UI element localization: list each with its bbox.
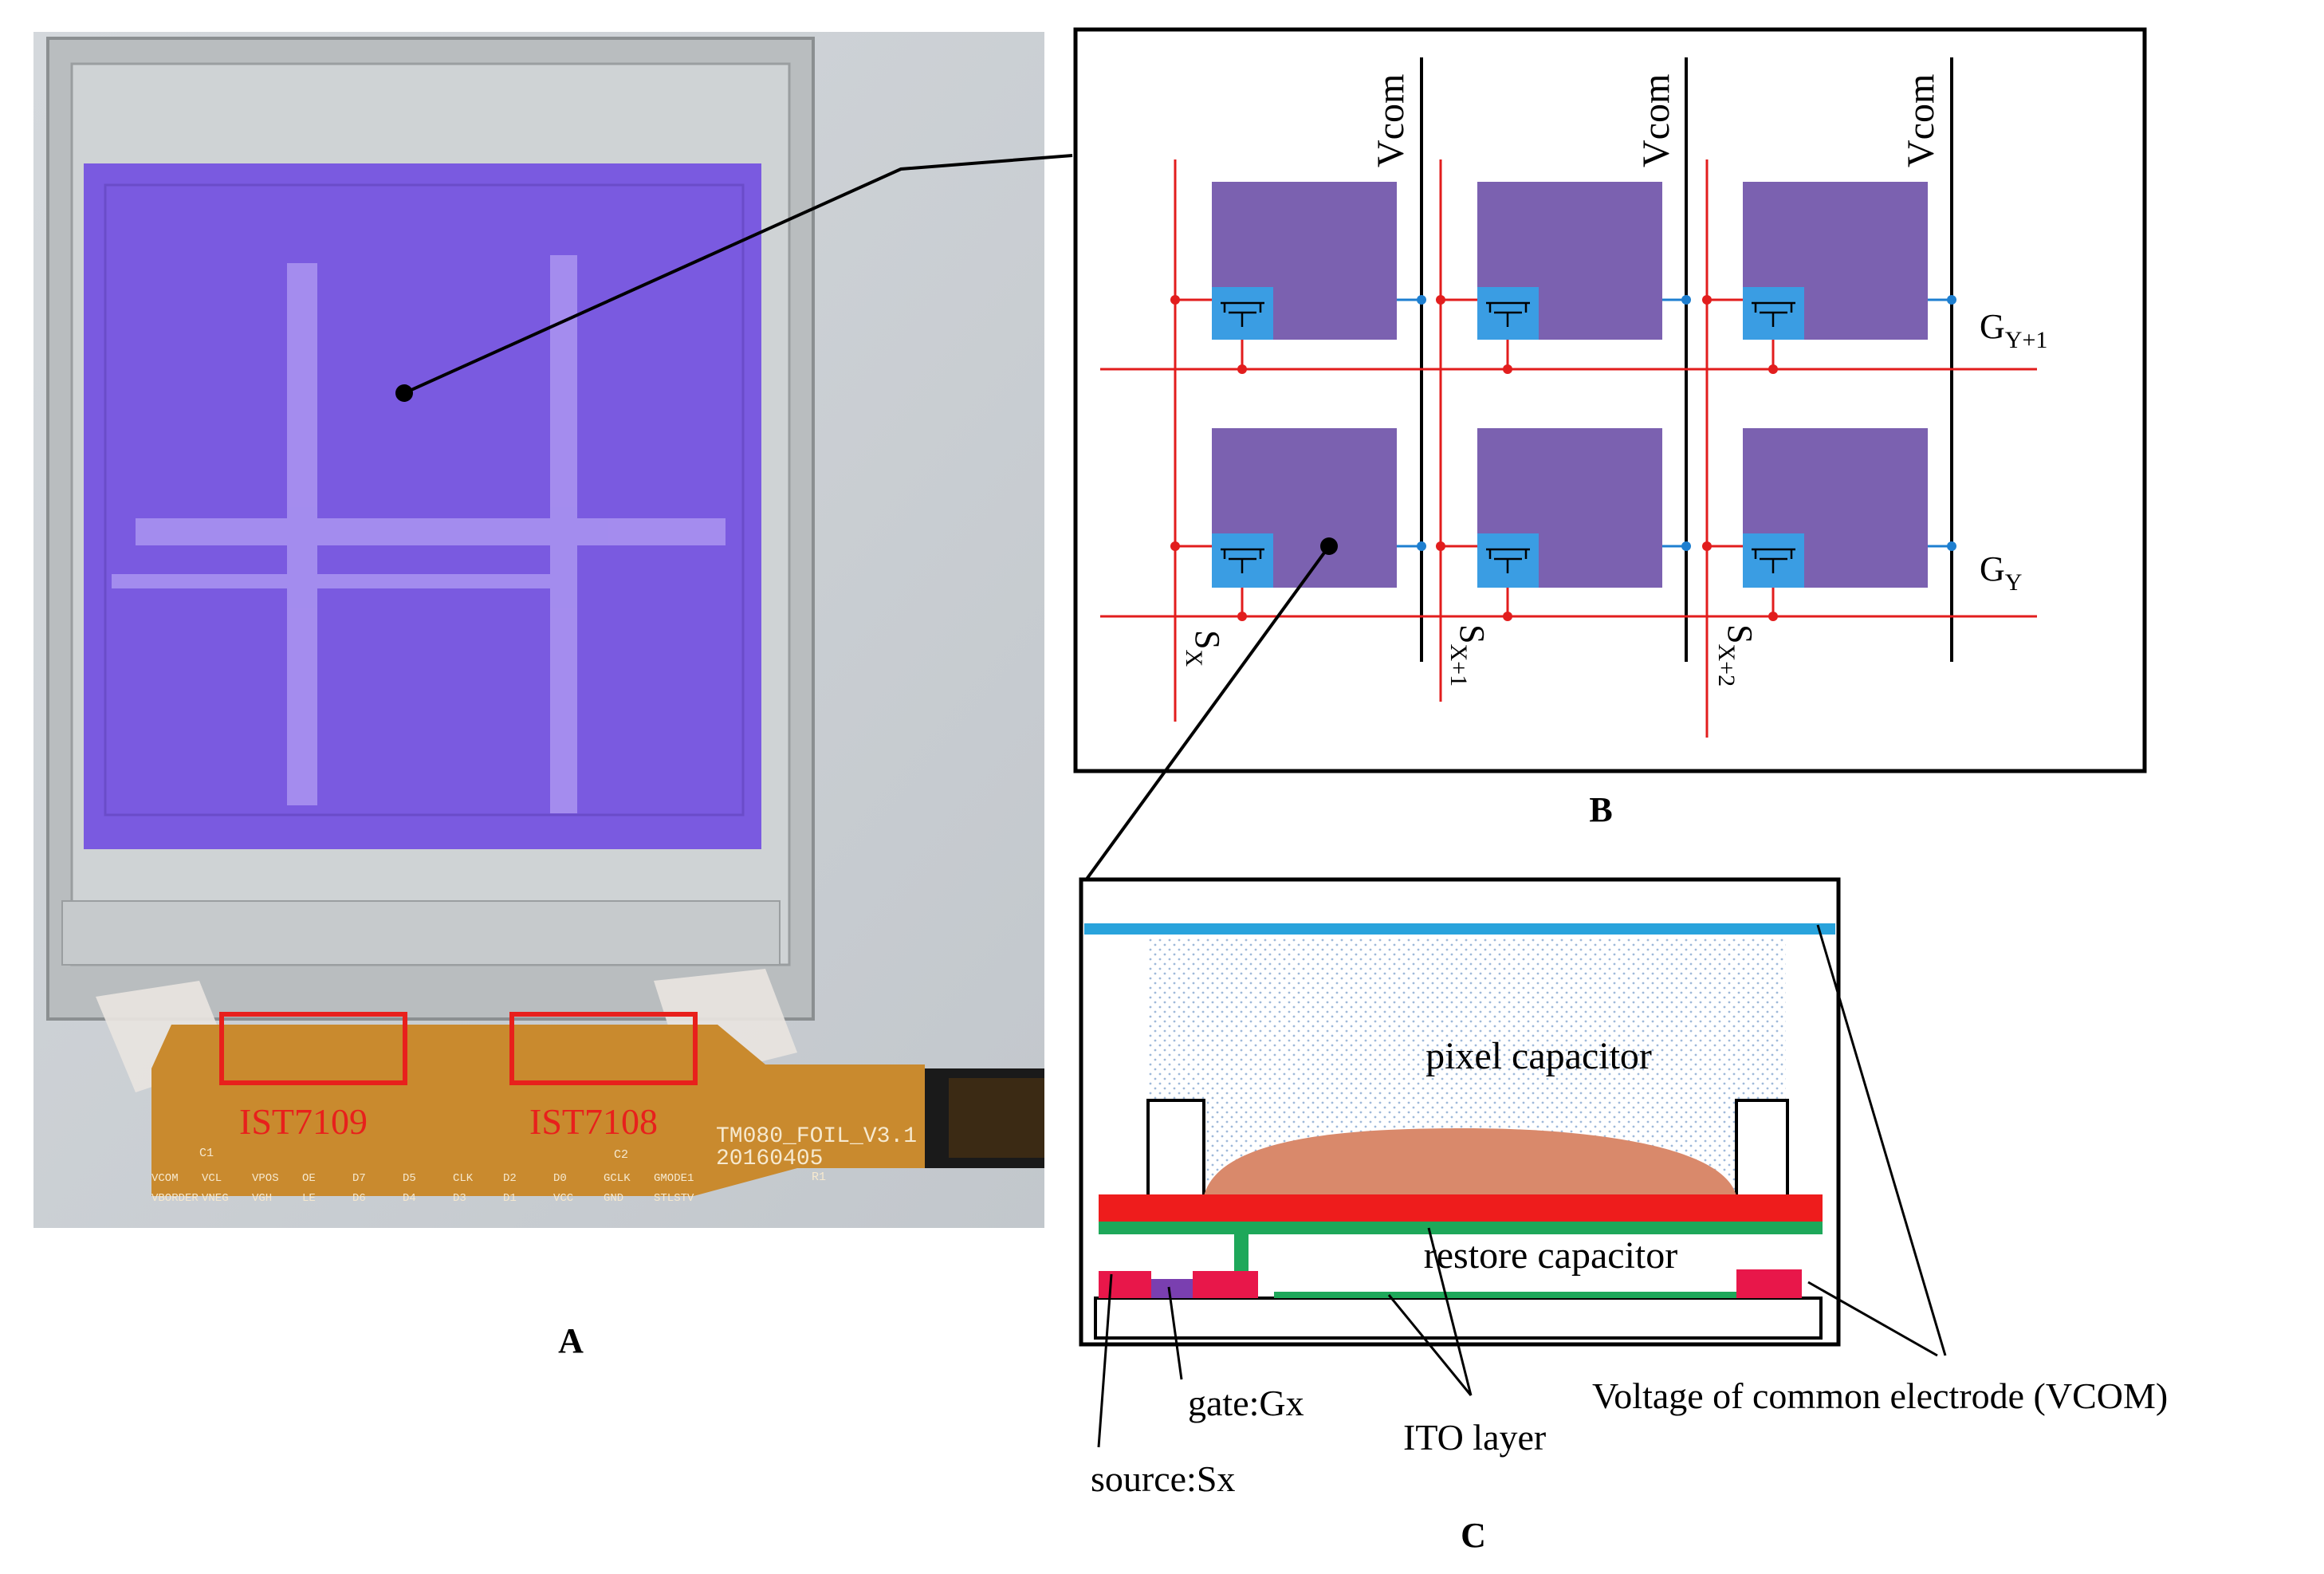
pin-label: STLSTV — [654, 1192, 694, 1205]
mark-c2: C2 — [614, 1148, 628, 1162]
pixel-capacitor-label: pixel capacitor — [1425, 1035, 1652, 1077]
pin-label: D6 — [352, 1192, 366, 1205]
chip-highlight-1 — [219, 1012, 407, 1085]
pin-label: GMODE1 — [654, 1172, 694, 1185]
ito-layer-label: ITO layer — [1403, 1417, 1546, 1458]
mark-c1: C1 — [199, 1147, 214, 1160]
foil-id: TM080_FOIL_V3.1 — [716, 1124, 917, 1149]
foil-date: 20160405 — [716, 1147, 823, 1171]
pointer-line-a — [403, 154, 1073, 395]
pin-row-top: VCOM VCL VPOS OE D7 D5 CLK D2 D0 GCLK GMODE1 — [151, 1172, 694, 1185]
pin-label: GCLK — [604, 1172, 631, 1185]
panel-c-cross-section — [1079, 877, 1841, 1347]
leader-lines — [1097, 924, 1947, 1448]
vcom-description: Voltage of common electrode (VCOM) — [1592, 1375, 2168, 1416]
chip-label-2: IST7108 — [529, 1101, 658, 1142]
panel-c-label: C — [1461, 1516, 1486, 1555]
pin-label: D5 — [403, 1172, 416, 1185]
source-label-x2: SX+2 — [1713, 624, 1760, 687]
pin-label: D1 — [503, 1192, 517, 1205]
vcom-label-2: Vcom — [1635, 74, 1677, 167]
pin-label: OE — [302, 1172, 316, 1185]
pin-label: D3 — [453, 1192, 466, 1205]
panel-a-label: A — [558, 1321, 584, 1360]
pin-label: CLK — [453, 1172, 474, 1185]
chip-highlight-2 — [509, 1012, 698, 1085]
vcom-label-3: Vcom — [1900, 74, 1942, 167]
pin-label: VPOS — [252, 1172, 279, 1185]
source-label-x: SX — [1181, 630, 1227, 667]
pin-label: D2 — [503, 1172, 517, 1185]
pin-label: D0 — [553, 1172, 567, 1185]
pin-label: VCOM — [151, 1172, 179, 1185]
gate-label: gate:Gx — [1188, 1383, 1304, 1423]
pin-label: GND — [604, 1192, 623, 1205]
source-label-x1: SX+1 — [1445, 624, 1492, 687]
pin-label: VCC — [553, 1192, 573, 1205]
pin-label: D7 — [352, 1172, 366, 1185]
panel-a-photo: IST7109 IST7108 TM080_FOIL_V3.1 20160405… — [33, 32, 1044, 1228]
restore-capacitor-label: restore capacitor — [1424, 1234, 1677, 1277]
pin-label: VCL — [202, 1172, 222, 1185]
pin-label: LE — [302, 1192, 316, 1205]
pin-label: VGH — [252, 1192, 272, 1205]
gate-label-y1: GY+1 — [1980, 307, 2047, 353]
pin-label: VBORDER — [151, 1192, 199, 1205]
pin-label: VNEG — [202, 1192, 229, 1205]
panel-b-label: B — [1589, 790, 1612, 829]
gate-label-y: GY — [1980, 549, 2022, 596]
flex-cable — [151, 1025, 925, 1196]
pin-label: D4 — [403, 1192, 416, 1205]
mark-r1: R1 — [812, 1171, 826, 1184]
active-area — [84, 163, 761, 849]
pointer-line-b — [1079, 545, 1331, 888]
chip-label-1: IST7109 — [239, 1101, 368, 1142]
panel-b-schematic — [1100, 57, 2037, 738]
vcom-label-1: Vcom — [1370, 74, 1412, 167]
panel-b-frame — [1073, 27, 2147, 773]
source-label: source:Sx — [1091, 1458, 1235, 1499]
